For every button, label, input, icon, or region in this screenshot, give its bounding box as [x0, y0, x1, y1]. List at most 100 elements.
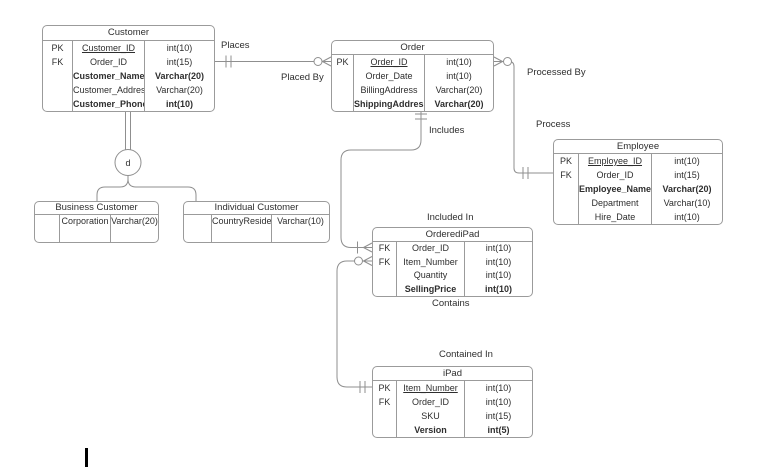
key-cell: FK	[51, 57, 64, 67]
key-cell: PK	[378, 383, 391, 393]
relationship-label-contains[interactable]: Contains	[432, 298, 470, 309]
relationship-contains[interactable]	[336, 256, 373, 394]
type-column: int(10)int(10)int(10)int(10)	[464, 242, 532, 296]
key-cell	[43, 69, 72, 83]
key-column	[35, 215, 59, 242]
zero-marker	[503, 57, 512, 66]
name-cell: Customer_Address	[73, 85, 144, 95]
type-cell: int(5)	[487, 425, 510, 435]
name-cell: Corporation	[61, 216, 109, 226]
one-and-only-one-marker	[359, 381, 366, 393]
key-cell	[332, 69, 353, 83]
type-cell: int(10)	[485, 270, 512, 280]
entity-title: Business Customer	[35, 202, 158, 215]
crows-foot-many-marker	[322, 56, 332, 67]
type-cell: Varchar(20)	[435, 85, 483, 95]
type-column: int(10)int(15)Varchar(20)Varchar(20)int(…	[144, 41, 214, 111]
type-cell: int(10)	[446, 57, 472, 67]
key-cell	[184, 215, 211, 229]
type-cell: int(10)	[674, 212, 700, 222]
entity-title: Individual Customer	[184, 202, 329, 215]
key-cell	[35, 229, 59, 243]
type-cell	[272, 229, 329, 243]
type-cell: int(10)	[485, 256, 512, 267]
name-cell: Version	[414, 425, 447, 435]
type-cell: Varchar(20)	[434, 99, 484, 109]
name-cell: BillingAddress	[360, 85, 418, 95]
type-cell: int(10)	[166, 99, 193, 109]
type-column: Varchar(20)	[110, 215, 158, 242]
entity-individual-customer[interactable]: Individual CustomerCountryResidence Varch…	[183, 201, 330, 243]
crows-foot-many-marker	[363, 256, 373, 266]
name-cell: Item_Number	[403, 383, 458, 393]
name-cell: Employee_ID	[587, 156, 643, 166]
type-cell: Varchar(20)	[154, 71, 205, 81]
key-cell	[184, 229, 211, 243]
name-cell	[60, 229, 110, 243]
name-cell: SellingPrice	[404, 283, 457, 294]
name-cell: Order_Date	[365, 71, 413, 81]
type-column: int(10) int(10) Varchar(20) Varchar(20)	[424, 55, 493, 111]
type-cell: int(10)	[446, 71, 472, 81]
key-column: PK	[332, 55, 353, 111]
type-cell: int(10)	[674, 156, 700, 166]
name-cell: Item_Number	[403, 256, 458, 267]
type-column: Varchar(10)	[271, 215, 329, 242]
name-cell: ShippingAddress	[354, 99, 424, 109]
key-cell	[373, 409, 396, 423]
crows-foot-many-marker	[493, 56, 503, 67]
branch-to-individual-customer	[127, 175, 197, 201]
entity-title: Order	[332, 41, 493, 55]
entity-title: OrderediPad	[373, 228, 532, 242]
key-cell	[554, 182, 578, 196]
relationship-places[interactable]	[215, 55, 332, 68]
type-cell: Varchar(20)	[156, 85, 203, 95]
name-cell: Customer_Phone	[73, 99, 144, 109]
key-cell	[35, 215, 59, 229]
relationship-label-processed-by[interactable]: Processed By	[527, 67, 586, 78]
relationship-label-included-in[interactable]: Included In	[427, 212, 474, 223]
name-cell: Order_ID	[89, 57, 127, 67]
type-cell: int(10)	[485, 283, 512, 294]
relationship-label-contained-in[interactable]: Contained In	[439, 349, 493, 360]
relationship-label-placed-by[interactable]: Placed By	[281, 72, 324, 83]
name-cell: CountryResidence	[212, 216, 271, 226]
relationship-label-places[interactable]: Places	[221, 40, 250, 51]
subtype-d-label: d	[125, 158, 130, 168]
name-cell: Order_ID	[596, 170, 634, 180]
key-cell: FK	[378, 243, 391, 253]
key-cell: PK	[51, 43, 64, 53]
relationship-label-includes[interactable]: Includes	[429, 125, 465, 136]
key-cell: FK	[378, 397, 391, 407]
key-cell: PK	[336, 57, 349, 67]
name-cell: Hire_Date	[594, 212, 636, 222]
disjoint-circle	[114, 149, 142, 176]
type-cell: int(10)	[485, 397, 512, 407]
subtype-disjoint-connector[interactable]: d	[96, 110, 197, 201]
key-column: PK FK	[43, 41, 72, 111]
name-cell: Employee_Name	[579, 184, 651, 194]
type-cell	[111, 229, 158, 243]
zero-marker	[313, 57, 323, 66]
type-cell: int(10)	[166, 43, 193, 53]
relationship-label-process[interactable]: Process	[536, 119, 571, 130]
type-cell: Varchar(10)	[277, 216, 324, 226]
key-cell: PK	[559, 156, 572, 166]
key-cell	[554, 196, 578, 210]
name-cell: Order_ID	[411, 397, 449, 407]
relationship-includes[interactable]	[340, 110, 427, 254]
relationship-process[interactable]	[493, 56, 553, 179]
type-cell: Varchar(20)	[662, 184, 712, 194]
name-cell: Department	[591, 198, 639, 208]
